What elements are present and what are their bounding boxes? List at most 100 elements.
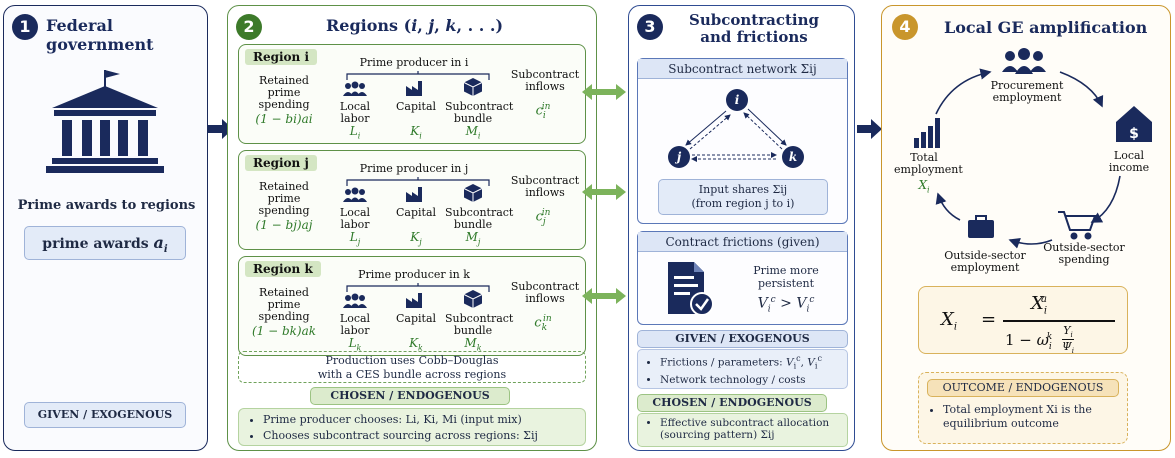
people-icon <box>1002 48 1046 74</box>
house-dollar-icon: $ <box>1116 106 1152 142</box>
government-building-icon <box>46 70 164 173</box>
prime-awards-sub: i <box>163 243 168 255</box>
contract-document-icon <box>668 262 714 316</box>
inflows-var: ciin <box>535 102 551 121</box>
flow-arrow-1-2 <box>208 119 233 139</box>
input-shares-line1: Input shares Σij <box>698 183 788 196</box>
shopping-cart-icon <box>1058 211 1097 240</box>
capital-label: Capital <box>395 312 437 325</box>
panel3-title-line2: and frictions <box>700 28 808 46</box>
svg-text:$: $ <box>1129 126 1139 142</box>
subcontract-bundle-label: Subcontract bundle <box>445 100 514 125</box>
chosen-endogenous-badge: CHOSEN / ENDOGENOUS <box>310 387 510 405</box>
outcome-bullet: Total employment Xi is the equilibrium o… <box>943 403 1123 431</box>
production-note: Production uses Cobb–Douglas with a CES … <box>238 351 586 383</box>
factory-icon <box>406 187 422 202</box>
inflows-var: ckin <box>534 314 552 333</box>
producer-bracket <box>346 71 490 80</box>
chosen-endogenous-badge-3: CHOSEN / ENDOGENOUS <box>637 394 827 412</box>
local-ge-panel: 4 Local GE amplification $ <box>881 5 1171 451</box>
bundle-var: Mj <box>465 230 481 247</box>
bar-chart-icon <box>914 118 940 148</box>
network-graph: i j k <box>668 89 804 168</box>
prime-more-line2: persistent <box>757 277 815 290</box>
outcome-box: OUTCOME / ENDOGENOUS Total employment Xi… <box>918 372 1128 444</box>
subcontract-bundle-label: Subcontract bundle <box>445 312 514 337</box>
retained-spending-label: Retained prime spending <box>258 286 310 323</box>
network-title: Subcontract network Σij <box>638 59 847 79</box>
factory-icon <box>406 293 422 308</box>
people-icon <box>343 81 367 96</box>
prime-producer-header: Prime producer in i <box>359 56 469 69</box>
labor-var: Lk <box>348 336 362 353</box>
local-income-label: Local income <box>1108 149 1150 174</box>
chosen-bullet-2: Chooses subcontract sourcing across regi… <box>263 429 579 442</box>
frictions-box: Contract frictions (given) Prime more pe… <box>637 231 848 325</box>
flow-arrow-3-4 <box>857 119 882 139</box>
factory-icon <box>406 81 422 96</box>
given-list-box: Frictions / parameters: Vic, Vic Network… <box>637 349 848 389</box>
local-labor-label: Local labor <box>339 100 371 125</box>
prime-awards-var: a <box>153 233 164 252</box>
region-label: Region i <box>245 49 318 65</box>
chosen-list: Prime producer chooses: Li, Ki, Mi (inpu… <box>247 413 579 442</box>
prime-awards-caption: Prime awards to regions <box>17 198 196 213</box>
step-number-4: 4 <box>892 14 918 40</box>
input-shares-box: Input shares Σij (from region j to i) <box>658 179 828 215</box>
capital-var: Kj <box>410 230 422 247</box>
retained-spending-formula: (1 − bi)ai <box>255 112 313 126</box>
prime-producer-header: Prime producer in j <box>359 162 469 175</box>
producer-bracket <box>346 283 490 292</box>
subcontracting-panel: 3 Subcontracting and frictions Subcontra… <box>628 5 855 451</box>
region-label: Region k <box>245 261 321 277</box>
node-k: k <box>789 150 797 164</box>
total-employment-text: Total employment <box>894 151 963 176</box>
step-number-1: 1 <box>12 14 38 40</box>
chosen-bullet-1: Prime producer chooses: Li, Ki, Mi (inpu… <box>263 413 579 426</box>
region-block: Region j Prime producer in j Retained pr… <box>238 150 586 250</box>
bundle-var: Mk <box>464 336 482 353</box>
panel2-title: Regions (i, j, k, . . .) <box>326 16 504 35</box>
prime-awards-label: prime awards <box>42 236 149 252</box>
panel3-title: Subcontracting and frictions <box>659 12 849 46</box>
federal-government-panel: 1 Federal government Prime awards to reg… <box>3 5 208 451</box>
subcontract-bundle-label: Subcontract bundle <box>445 206 514 231</box>
ge-cycle-diagram: $ <box>914 48 1152 249</box>
subcontract-inflows-label: Subcontract inflows <box>510 280 580 305</box>
frictions-title: Contract frictions (given) <box>638 232 847 252</box>
given-bullet-2: Network technology / costs <box>660 374 843 386</box>
production-note-line1: Production uses Cobb–Douglas <box>325 354 499 367</box>
cube-icon <box>463 78 483 96</box>
cube-icon <box>463 290 483 308</box>
given-list: Frictions / parameters: Vic, Vic Network… <box>644 354 843 386</box>
given-bullet-1: Frictions / parameters: Vic, Vic <box>660 354 843 371</box>
subcontract-inflows-label: Subcontract inflows <box>510 174 580 199</box>
capital-var: Ki <box>410 124 422 141</box>
chosen-list-box: Prime producer chooses: Li, Ki, Mi (inpu… <box>238 408 586 446</box>
subcontract-inflows-label: Subcontract inflows <box>510 68 580 93</box>
panel1-title: Federal government <box>46 16 154 54</box>
capital-var: Kk <box>409 336 423 353</box>
node-j: j <box>675 150 682 164</box>
producer-bracket <box>346 177 490 186</box>
local-labor-label: Local labor <box>339 206 371 231</box>
retained-spending-formula: (1 − bj)aj <box>255 218 313 232</box>
people-icon <box>343 293 367 308</box>
prime-producer-header: Prime producer in k <box>358 268 470 281</box>
capital-label: Capital <box>395 206 437 219</box>
retained-spending-label: Retained prime spending <box>258 180 310 217</box>
retained-spending-formula: (1 − bk)ak <box>251 324 317 338</box>
region-label: Region j <box>245 155 317 171</box>
outcome-list: Total employment Xi is the equilibrium o… <box>927 403 1123 431</box>
capital-label: Capital <box>395 100 437 113</box>
prime-more-persistent: Prime more persistent Vic > Vic <box>728 264 844 316</box>
network-box: Subcontract network Σij i j k Input shar… <box>637 58 848 224</box>
labor-var: Li <box>349 124 361 141</box>
panel3-title-line1: Subcontracting <box>689 11 819 29</box>
step-number-2: 2 <box>236 14 262 40</box>
given-exogenous-badge-3: GIVEN / EXOGENOUS <box>637 330 848 348</box>
region-network-links <box>582 84 626 304</box>
procurement-employment-label: Procurement employment <box>990 79 1064 104</box>
prime-more-line1: Prime more <box>753 264 819 277</box>
region-block: Region k Prime producer in k Retained pr… <box>238 256 586 356</box>
